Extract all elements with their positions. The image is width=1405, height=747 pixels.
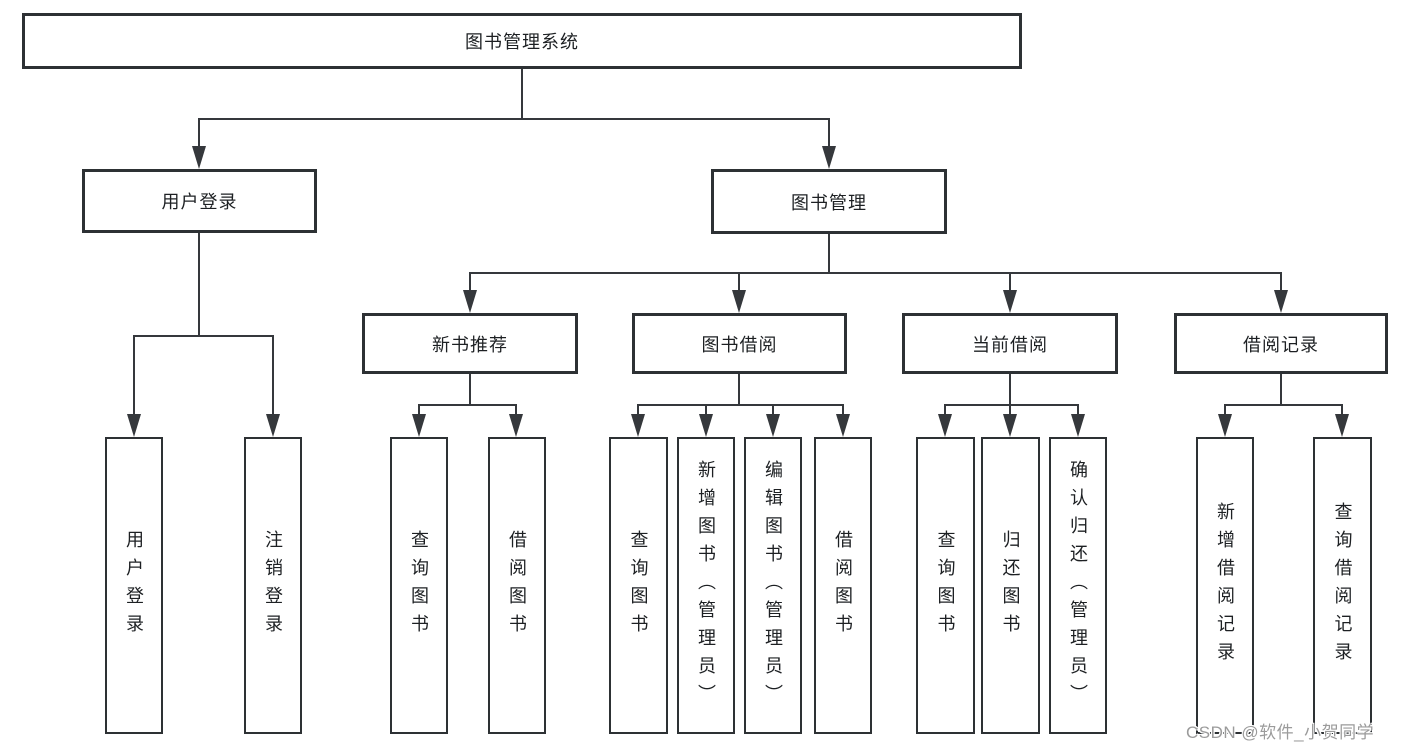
leaf-user-login-label: 用户登录 bbox=[124, 529, 144, 642]
connector-new-book-rail bbox=[418, 404, 517, 406]
node-current-borrow: 当前借阅 bbox=[902, 313, 1118, 374]
node-new-book-recommend: 新书推荐 bbox=[362, 313, 578, 374]
leaf-recommend-borrow-books-label: 借阅图书 bbox=[507, 529, 527, 642]
connector-borrow-records-rail bbox=[1224, 404, 1343, 406]
leaf-add-books-admin-label: 新增图书（管理员） bbox=[696, 459, 716, 712]
connector-new-book-stem bbox=[469, 374, 471, 404]
connector-user-login-rail bbox=[133, 335, 274, 337]
connector-book-management-stem bbox=[828, 234, 830, 272]
arrow-to-new-book-recommend bbox=[463, 272, 477, 313]
connector-book-borrow-stem bbox=[738, 374, 740, 404]
connector-user-login-stem bbox=[198, 233, 200, 335]
node-book-management: 图书管理 bbox=[711, 169, 947, 234]
arrow-current-borrow-child-2 bbox=[1003, 404, 1017, 437]
leaf-return-books: 归还图书 bbox=[981, 437, 1040, 734]
leaf-confirm-return-admin: 确认归还（管理员） bbox=[1049, 437, 1107, 734]
arrow-book-borrow-child-3 bbox=[766, 404, 780, 437]
arrow-to-book-management bbox=[822, 118, 836, 169]
arrow-to-book-borrow bbox=[732, 272, 746, 313]
node-user-login: 用户登录 bbox=[82, 169, 317, 233]
leaf-query-borrow-record-label: 查询借阅记录 bbox=[1332, 501, 1353, 670]
arrow-book-borrow-child-2 bbox=[699, 404, 713, 437]
leaf-recommend-query-books: 查询图书 bbox=[390, 437, 448, 734]
leaf-current-query-books: 查询图书 bbox=[916, 437, 975, 734]
leaf-logout: 注销登录 bbox=[244, 437, 302, 734]
arrow-book-borrow-child-4 bbox=[836, 404, 850, 437]
connector-root-stem bbox=[521, 69, 523, 118]
connector-root-rail bbox=[198, 118, 830, 120]
arrow-book-borrow-child-1 bbox=[631, 404, 645, 437]
leaf-edit-books-admin-label: 编辑图书（管理员） bbox=[763, 459, 783, 712]
leaf-recommend-query-books-label: 查询图书 bbox=[409, 529, 429, 642]
arrow-to-leaf-login bbox=[127, 335, 141, 437]
connector-level3-rail bbox=[469, 272, 1282, 274]
connector-current-borrow-rail bbox=[944, 404, 1079, 406]
arrow-new-book-child-1 bbox=[412, 404, 426, 437]
leaf-borrow-query-books-label: 查询图书 bbox=[628, 529, 649, 642]
leaf-add-borrow-record: 新增借阅记录 bbox=[1196, 437, 1254, 734]
leaf-user-login: 用户登录 bbox=[105, 437, 163, 734]
node-borrow-records: 借阅记录 bbox=[1174, 313, 1388, 374]
leaf-current-query-books-label: 查询图书 bbox=[935, 529, 956, 642]
leaf-logout-label: 注销登录 bbox=[263, 529, 283, 642]
csdn-watermark: CSDN @软件_小贺同学 bbox=[1186, 723, 1375, 742]
arrow-to-leaf-logout bbox=[266, 335, 280, 437]
arrow-to-current-borrow bbox=[1003, 272, 1017, 313]
arrow-to-user-login bbox=[192, 118, 206, 169]
node-book-borrow: 图书借阅 bbox=[632, 313, 847, 374]
connector-current-borrow-stem bbox=[1009, 374, 1011, 404]
node-root: 图书管理系统 bbox=[22, 13, 1022, 69]
leaf-add-books-admin: 新增图书（管理员） bbox=[677, 437, 735, 734]
arrow-borrow-records-child-1 bbox=[1218, 404, 1232, 437]
leaf-return-books-label: 归还图书 bbox=[1000, 529, 1021, 642]
arrow-new-book-child-2 bbox=[509, 404, 523, 437]
arrow-current-borrow-child-3 bbox=[1071, 404, 1085, 437]
leaf-query-borrow-record: 查询借阅记录 bbox=[1313, 437, 1372, 734]
connector-borrow-records-stem bbox=[1280, 374, 1282, 404]
leaf-confirm-return-admin-label: 确认归还（管理员） bbox=[1068, 459, 1088, 712]
leaf-borrow-borrow-books: 借阅图书 bbox=[814, 437, 872, 734]
leaf-add-borrow-record-label: 新增借阅记录 bbox=[1215, 501, 1235, 670]
leaf-borrow-query-books: 查询图书 bbox=[609, 437, 668, 734]
leaf-borrow-borrow-books-label: 借阅图书 bbox=[833, 529, 853, 642]
arrow-borrow-records-child-2 bbox=[1335, 404, 1349, 437]
leaf-edit-books-admin: 编辑图书（管理员） bbox=[744, 437, 802, 734]
connector-book-borrow-rail bbox=[637, 404, 843, 406]
arrow-current-borrow-child-1 bbox=[938, 404, 952, 437]
arrow-to-borrow-records bbox=[1274, 272, 1288, 313]
leaf-recommend-borrow-books: 借阅图书 bbox=[488, 437, 546, 734]
